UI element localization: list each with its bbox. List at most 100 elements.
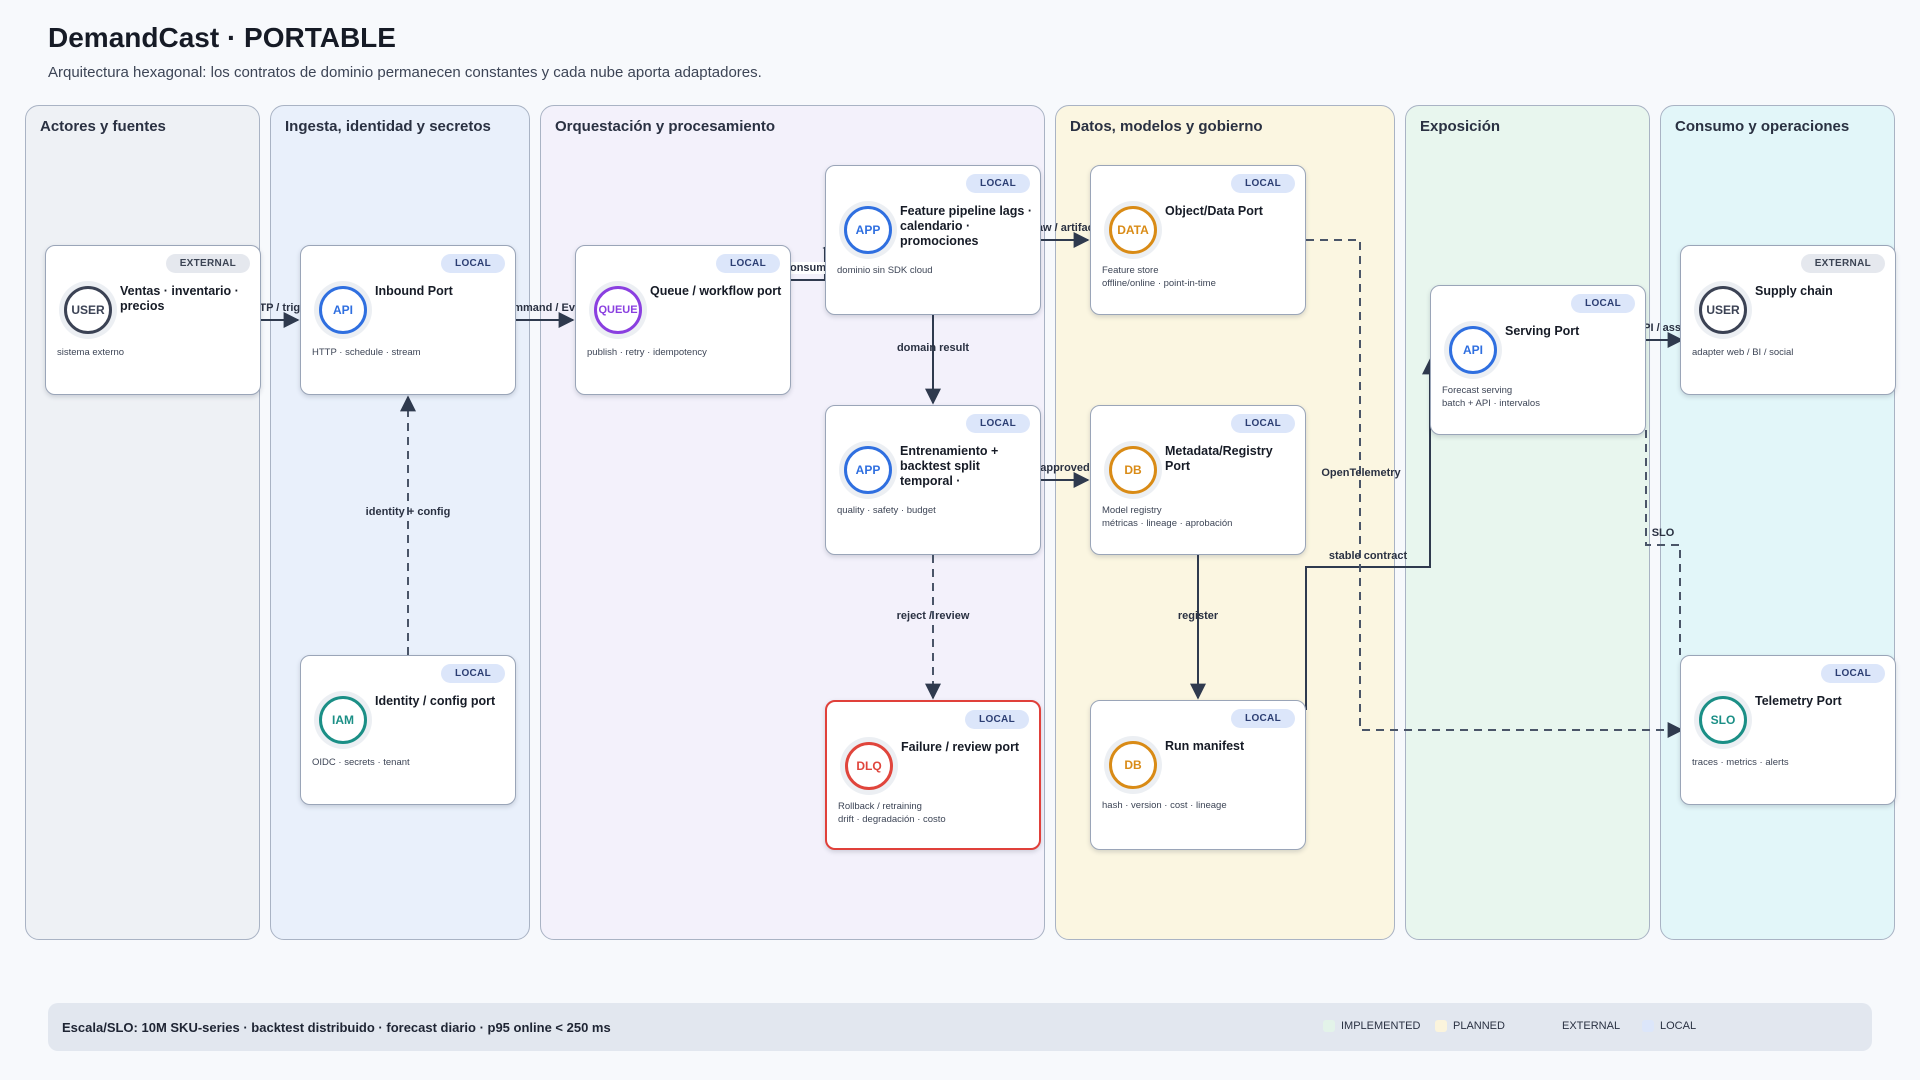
status-badge: EXTERNAL [1800,254,1885,273]
node-subtitle: Model registry métricas · lineage · apro… [1102,505,1233,529]
status-badge: LOCAL [1821,664,1885,683]
node-title: Entrenamiento + backtest split temporal … [900,444,999,488]
iam-icon: IAM [319,696,367,744]
node-subtitle: quality · safety · budget [837,505,936,516]
legend-swatch [1544,1020,1556,1032]
db-icon: DB [1109,741,1157,789]
lane-title: Datos, modelos y gobierno [1070,118,1263,135]
node-subtitle: Forecast serving batch + API · intervalo… [1442,385,1540,409]
node-subtitle: sistema externo [57,347,125,358]
status-badge: LOCAL [965,710,1029,729]
status-badge: LOCAL [1231,709,1295,728]
dlq-icon: DLQ [845,742,893,790]
status-badge: LOCAL [966,174,1030,193]
legend-external: EXTERNAL [1544,1020,1620,1032]
node-subtitle: hash · version · cost · lineage [1102,800,1227,811]
edge-opentelemetry [1306,239,1684,738]
edge-label-stable-contract: stable contract [1328,550,1408,562]
slo-icon: SLO [1699,696,1747,744]
page-subtitle: Arquitectura hexagonal: los contratos de… [48,64,762,81]
node-title: Telemetry Port [1755,694,1842,708]
page-title: DemandCast · PORTABLE [48,22,396,53]
node-queue-port[interactable]: LOCAL QUEUE Queue / workflow port publis… [575,245,791,395]
edge-label-identity-config: identity + config [365,506,451,518]
api-icon: API [1449,326,1497,374]
node-title: Supply chain [1755,284,1833,298]
status-badge: LOCAL [1231,414,1295,433]
footer-scale-text: Escala/SLO: 10M SKU-series · backtest di… [62,1020,611,1035]
edge-label-opentelemetry: OpenTelemetry [1321,467,1401,479]
node-supply-chain[interactable]: EXTERNAL USER Supply chain adapter web /… [1680,245,1896,395]
node-inbound-port[interactable]: LOCAL API Inbound Port HTTP · schedule ·… [300,245,516,395]
node-subtitle: Feature store offline/online · point-in-… [1102,265,1216,289]
node-title: Serving Port [1505,324,1580,338]
edge-slo [1645,430,1681,655]
status-badge: LOCAL [441,254,505,273]
edge-label-http-trigger: HTTP / trigger [244,302,318,314]
node-failure-port[interactable]: LOCAL DLQ Failure / review port Rollback… [825,700,1041,850]
status-badge: EXTERNAL [165,254,250,273]
legend-swatch [1323,1020,1335,1032]
node-telemetry-port[interactable]: LOCAL SLO Telemetry Port traces · metric… [1680,655,1896,805]
data-icon: DATA [1109,206,1157,254]
api-icon: API [319,286,367,334]
edge-stable-contract [1305,358,1438,710]
node-object-data-port[interactable]: LOCAL DATA Object/Data Port Feature stor… [1090,165,1306,315]
legend-label: PLANNED [1453,1020,1505,1032]
app-icon: APP [844,206,892,254]
edge-label-domain-result: domain result [896,342,970,354]
node-title: Identity / config port [375,694,496,708]
legend-label: LOCAL [1660,1020,1697,1032]
legend-swatch [1642,1020,1654,1032]
node-run-manifest[interactable]: LOCAL DB Run manifest hash · version · c… [1090,700,1306,850]
footer-bar: Escala/SLO: 10M SKU-series · backtest di… [48,1003,1872,1051]
node-subtitle: HTTP · schedule · stream [312,347,421,358]
node-title: Run manifest [1165,739,1245,753]
status-badge: LOCAL [966,414,1030,433]
user-icon: USER [1699,286,1747,334]
edge-label-reject-review: reject / review [896,610,970,622]
status-badge: LOCAL [1571,294,1635,313]
lane-title: Ingesta, identidad y secretos [285,118,491,135]
legend-label: IMPLEMENTED [1341,1020,1421,1032]
node-training[interactable]: LOCAL APP Entrenamiento + backtest split… [825,405,1041,555]
node-subtitle: dominio sin SDK cloud [837,265,933,276]
node-subtitle: traces · metrics · alerts [1692,757,1789,768]
node-title: Failure / review port [901,740,1020,754]
user-icon: USER [64,286,112,334]
status-badge: LOCAL [716,254,780,273]
edge-label-command-event: Command / Event [498,302,592,314]
node-identity-port[interactable]: LOCAL IAM Identity / config port OIDC · … [300,655,516,805]
node-subtitle: Rollback / retraining drift · degradació… [838,801,946,825]
lane-actores: Actores y fuentes [25,105,260,940]
legend-implemented: IMPLEMENTED [1323,1020,1420,1032]
node-feature-pipeline[interactable]: LOCAL APP Feature pipeline lags · calend… [825,165,1041,315]
lane-title: Consumo y operaciones [1675,118,1850,135]
node-title: Queue / workflow port [650,284,782,298]
queue-icon: QUEUE [594,286,642,334]
lane-exposicion: Exposición [1405,105,1650,940]
node-metadata-registry-port[interactable]: LOCAL DB Metadata/Registry Port Model re… [1090,405,1306,555]
edge-label-api-asset: API / asset [1635,322,1691,334]
legend-swatch [1435,1020,1447,1032]
lane-title: Orquestación y procesamiento [555,118,776,135]
status-badge: LOCAL [1231,174,1295,193]
edge-label-register: register [1177,610,1219,622]
edge-label-slo: SLO [1651,527,1675,539]
node-ventas[interactable]: EXTERNAL USER Ventas · inventario · prec… [45,245,261,395]
status-badge: LOCAL [441,664,505,683]
node-subtitle: adapter web / BI / social [1692,347,1794,358]
node-title: Inbound Port [375,284,453,298]
node-title: Ventas · inventario · precios [120,284,239,313]
lane-title: Actores y fuentes [40,118,166,135]
lane-title: Exposición [1420,118,1501,135]
legend-planned: PLANNED [1435,1020,1505,1032]
node-title: Feature pipeline lags · calendario · pro… [900,204,1032,248]
edge-label-approved: approved [1040,462,1090,474]
edge-label-raw-artifact: raw / artifact [1032,222,1098,234]
node-title: Object/Data Port [1165,204,1263,218]
node-subtitle: publish · retry · idempotency [587,347,707,358]
node-serving-port[interactable]: LOCAL API Serving Port Forecast serving … [1430,285,1646,435]
legend-local: LOCAL [1642,1020,1696,1032]
